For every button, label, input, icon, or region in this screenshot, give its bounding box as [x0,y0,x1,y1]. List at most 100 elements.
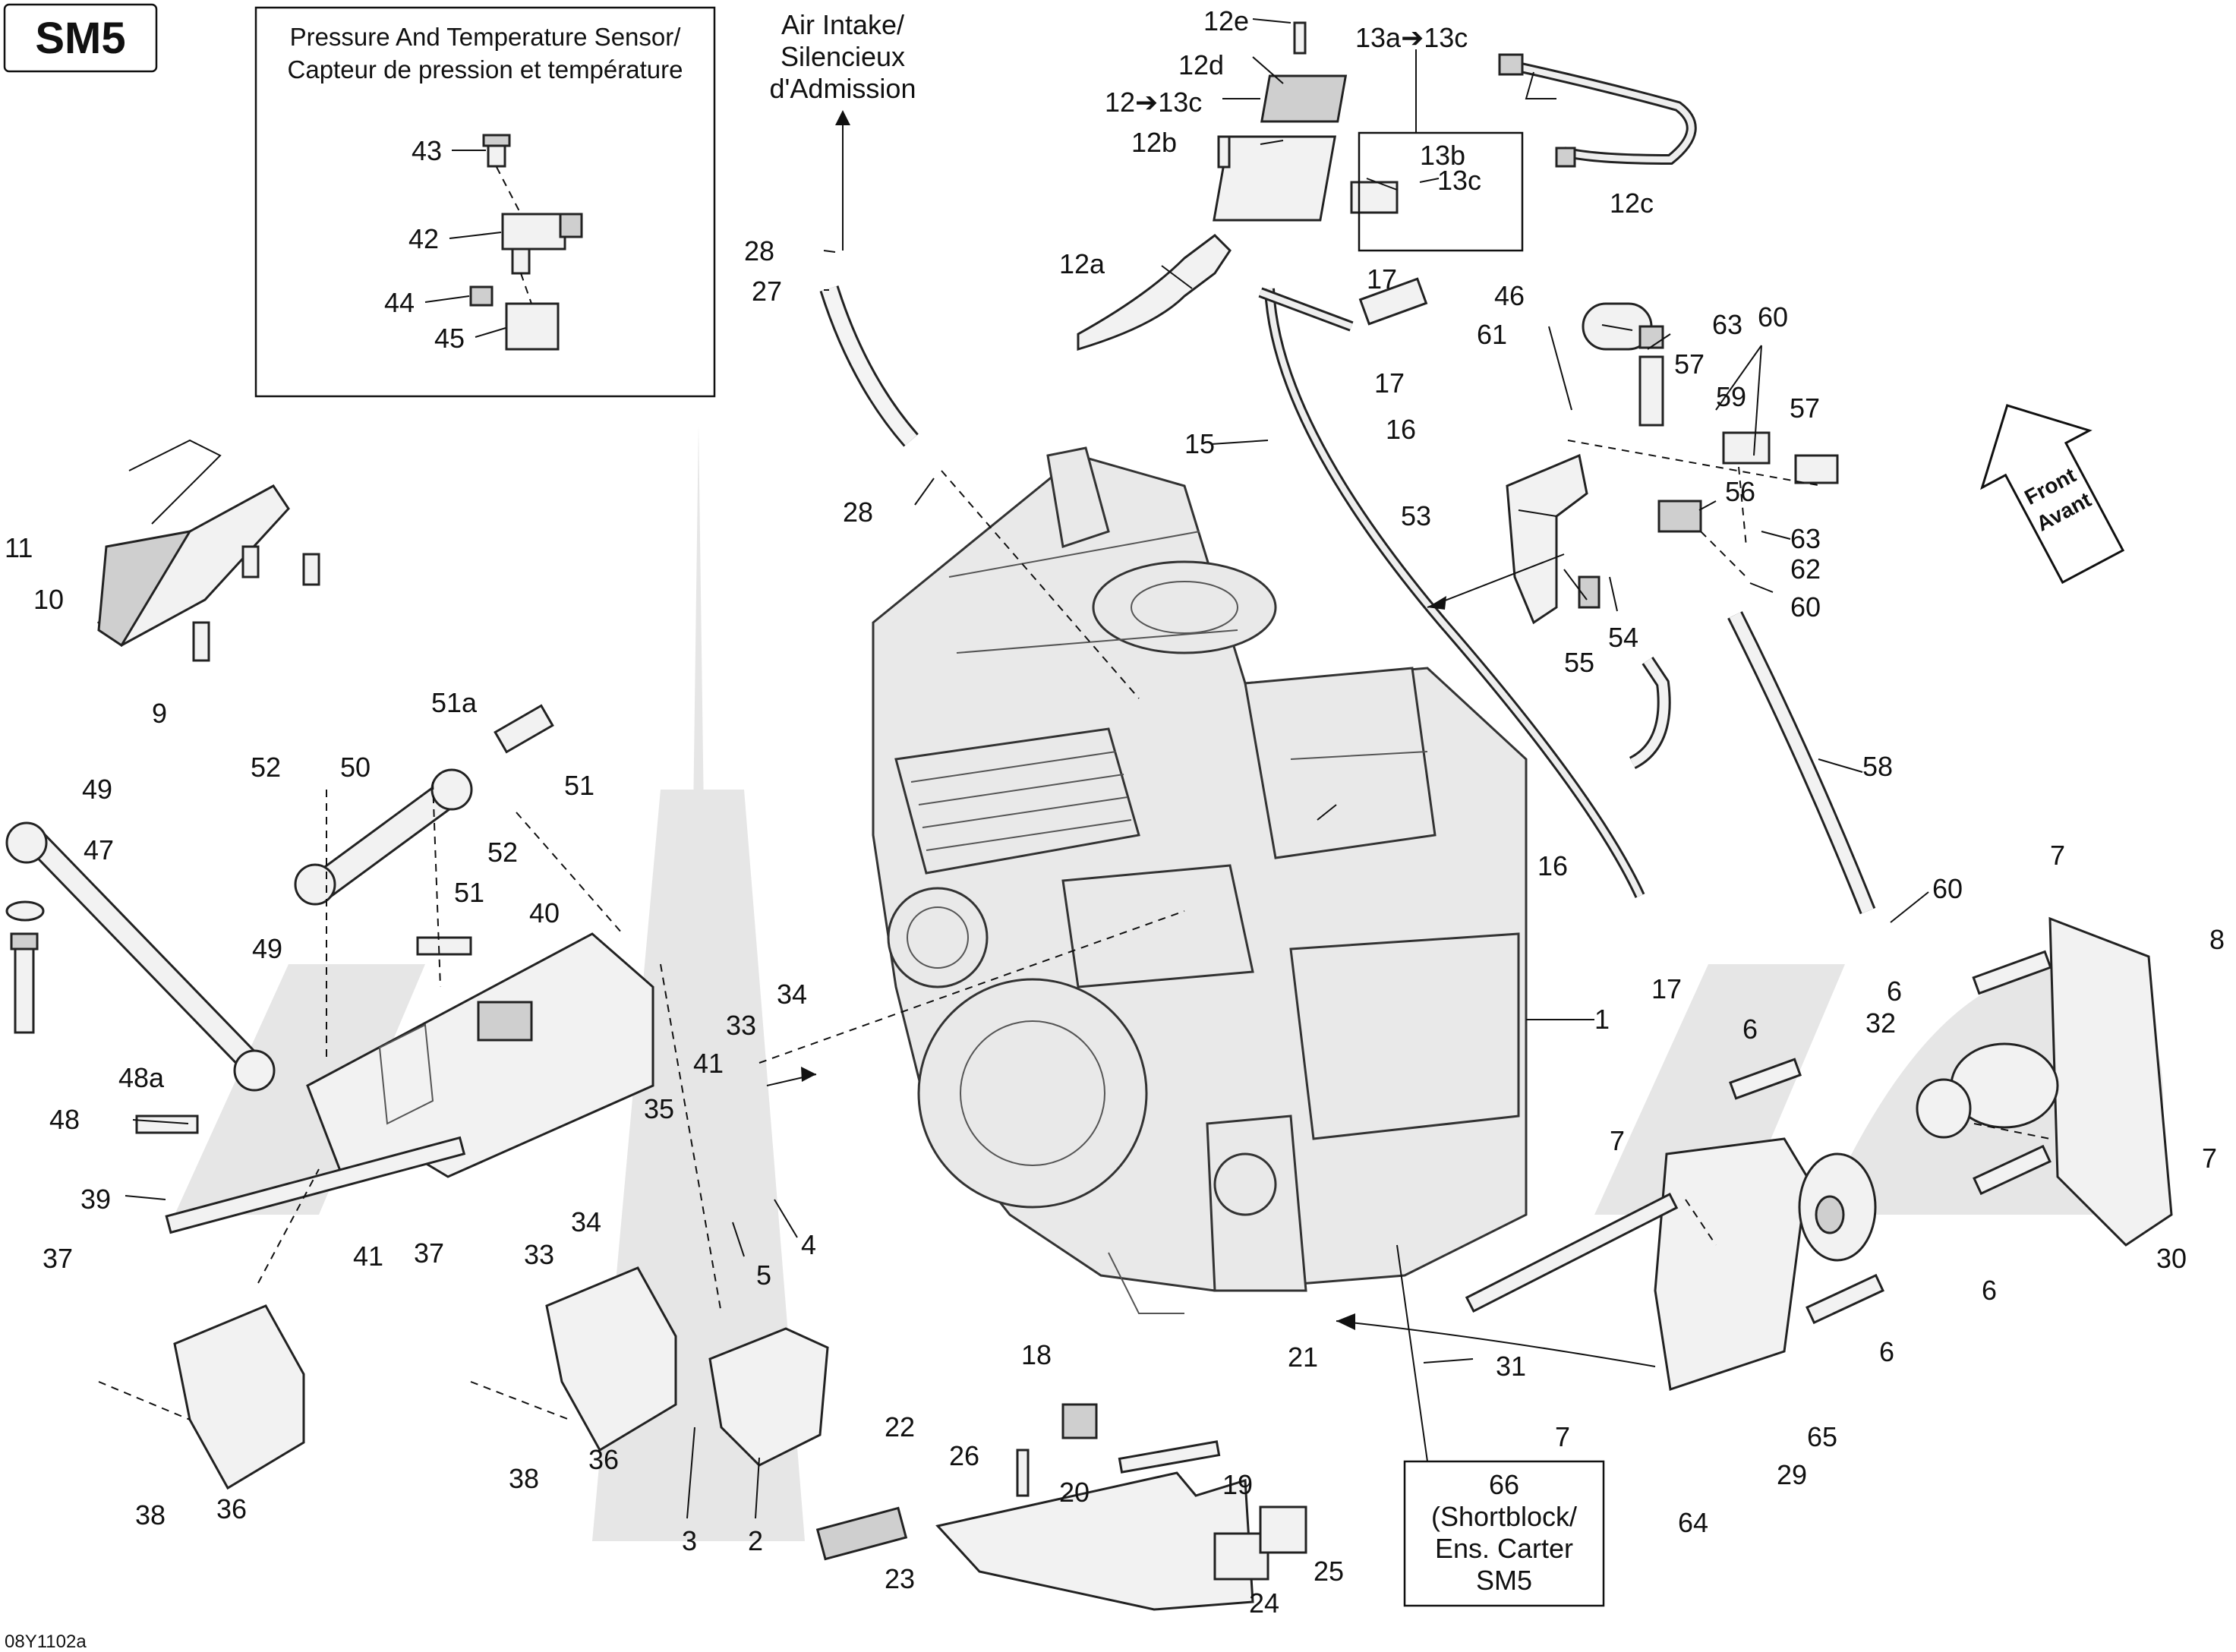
right-mount-assembly [1465,916,2173,1391]
callout-60c: 60 [1932,873,1963,904]
box-13 [1358,131,1524,252]
label-45: 45 [434,323,465,354]
callout-32: 32 [1865,1007,1896,1039]
callout-31: 31 [1496,1351,1526,1382]
callout-49a: 49 [82,774,112,805]
engine-block [872,446,1528,1314]
hoses [819,285,1876,915]
sensor-box: Pressure And Temperature Sensor/ Capteur… [254,6,716,398]
callout-64: 64 [1678,1507,1708,1538]
callout-57b: 57 [1790,393,1820,424]
callout-29: 29 [1777,1459,1807,1490]
callout-39: 39 [80,1184,111,1215]
callout-24: 24 [1249,1587,1279,1619]
callout-3: 3 [682,1525,697,1556]
callout-13c: 13c [1437,165,1481,196]
callout-22: 22 [885,1411,915,1442]
callout-23: 23 [885,1563,915,1594]
connector-45-shape [505,302,560,351]
callout-12a: 12a [1059,248,1105,279]
callout-7b: 7 [1610,1125,1625,1156]
callout-33a: 33 [726,1010,756,1041]
label-44: 44 [384,287,415,318]
callout-51a: 51a [431,687,478,718]
air-intake-line1: Air Intake/ [781,9,904,40]
callout-41b: 41 [353,1241,383,1272]
callout-6c: 6 [1982,1275,1997,1306]
callout-9: 9 [152,698,167,729]
callout-51: 51 [564,770,594,801]
callout-52b: 52 [487,837,518,868]
callout-37a: 37 [43,1243,73,1274]
callout-16b: 16 [1537,850,1568,881]
callout-41a: 41 [693,1048,724,1079]
callout-labels: 1 2 3 4 5 6 6 6 6 7 7 7 7 8 9 10 11 12a … [5,5,2225,1619]
callout-18: 18 [1021,1339,1052,1370]
leader-lines [125,18,1929,1519]
part-12c-assembly [1498,53,1697,168]
callout-17c: 17 [1651,973,1682,1004]
label-43: 43 [412,135,442,166]
shortblock-line2: Ens. Carter [1435,1533,1573,1564]
sensor-42-shape [501,213,566,251]
callout-56: 56 [1725,476,1755,507]
callout-20: 20 [1059,1477,1090,1508]
callout-54: 54 [1608,622,1638,653]
callout-2: 2 [748,1525,763,1556]
callout-34b: 34 [571,1206,601,1237]
engine-mount-left [96,439,320,662]
callout-46: 46 [1494,280,1525,311]
callout-40: 40 [529,897,560,928]
callout-11: 11 [5,532,33,563]
shortblock-line3: SM5 [1476,1565,1532,1596]
callout-51b: 51 [454,877,484,908]
oring-44-shape [469,285,494,307]
callout-5: 5 [756,1259,771,1291]
callout-6b: 6 [1742,1014,1758,1045]
front-direction-arrow: Front Avant [1980,404,2125,585]
callout-48: 48 [49,1104,80,1135]
callout-50: 50 [340,752,371,783]
callout-4: 4 [801,1229,816,1260]
callout-48a: 48a [118,1062,165,1093]
air-intake-callout: Air Intake/ Silencieux d'Admission [770,9,916,251]
shift-lever-assembly [708,1327,1307,1611]
air-intake-line2: Silencieux [781,41,905,72]
callout-26: 26 [949,1440,979,1471]
callout-16a: 16 [1386,414,1416,445]
callout-34a: 34 [777,979,807,1010]
model-badge: SM5 [3,3,158,73]
callout-37b: 37 [414,1237,444,1269]
callout-12d: 12d [1178,49,1224,80]
callout-60b: 60 [1790,591,1821,623]
callout-30: 30 [2156,1243,2187,1274]
callout-1: 1 [1594,1004,1610,1035]
left-linkage [5,704,554,1134]
callout-7d: 7 [1555,1421,1570,1452]
callout-6d: 6 [1879,1336,1894,1367]
figure-code: 08Y1102a [5,1632,87,1652]
callout-47: 47 [84,834,114,865]
callout-38b: 38 [509,1463,539,1494]
callout-12b: 12b [1131,127,1177,158]
callout-33b: 33 [524,1239,554,1270]
callout-36a: 36 [216,1493,247,1524]
shortblock-num: 66 [1489,1469,1519,1500]
callout-60a: 60 [1758,301,1788,333]
callout-61: 61 [1477,319,1507,350]
placement-lines [98,470,2051,1420]
callout-57a: 57 [1674,348,1705,380]
callout-63a: 63 [1712,309,1742,340]
callout-19: 19 [1222,1469,1253,1500]
callout-8: 8 [2209,924,2225,955]
air-intake-line3: d'Admission [770,73,916,104]
callout-53: 53 [1401,500,1431,531]
callout-55: 55 [1564,647,1594,678]
callout-12-to-13c: 12➔13c [1105,87,1202,118]
mount-bracket-35 [165,932,654,1234]
callout-28a: 28 [744,235,774,266]
callout-15: 15 [1184,428,1215,459]
callout-65: 65 [1807,1421,1837,1452]
callout-12e: 12e [1203,5,1249,36]
callout-36b: 36 [588,1444,619,1475]
